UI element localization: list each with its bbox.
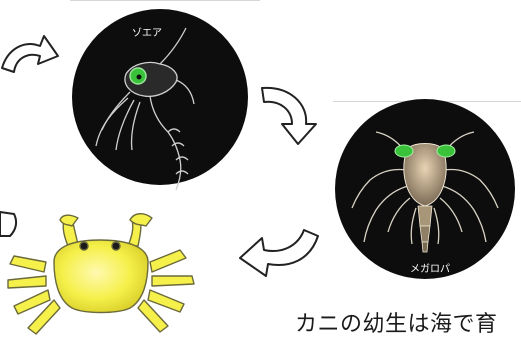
megalopa-tail: [418, 206, 432, 226]
megalopa-label: メガロパ: [410, 263, 450, 275]
zoea-stage: ゾエア: [72, 9, 248, 190]
megalopa-eye-left: [395, 145, 413, 157]
crab-eye-left: [80, 242, 88, 250]
crab-eye-right: [112, 242, 120, 250]
cycle-arrow-1: [2, 36, 58, 72]
megalopa-eye-right: [437, 145, 455, 157]
cycle-arrow-3: [240, 230, 318, 276]
crab-shell: [54, 240, 148, 313]
caption-text: カニの幼生は海で育: [295, 306, 521, 338]
zoea-label: ゾエア: [132, 27, 162, 39]
megalopa-stage: メガロパ: [335, 99, 515, 279]
adult-crab-icon: [8, 214, 194, 334]
cycle-arrow-2: [262, 88, 316, 144]
cycle-arrow-4: [0, 212, 16, 236]
